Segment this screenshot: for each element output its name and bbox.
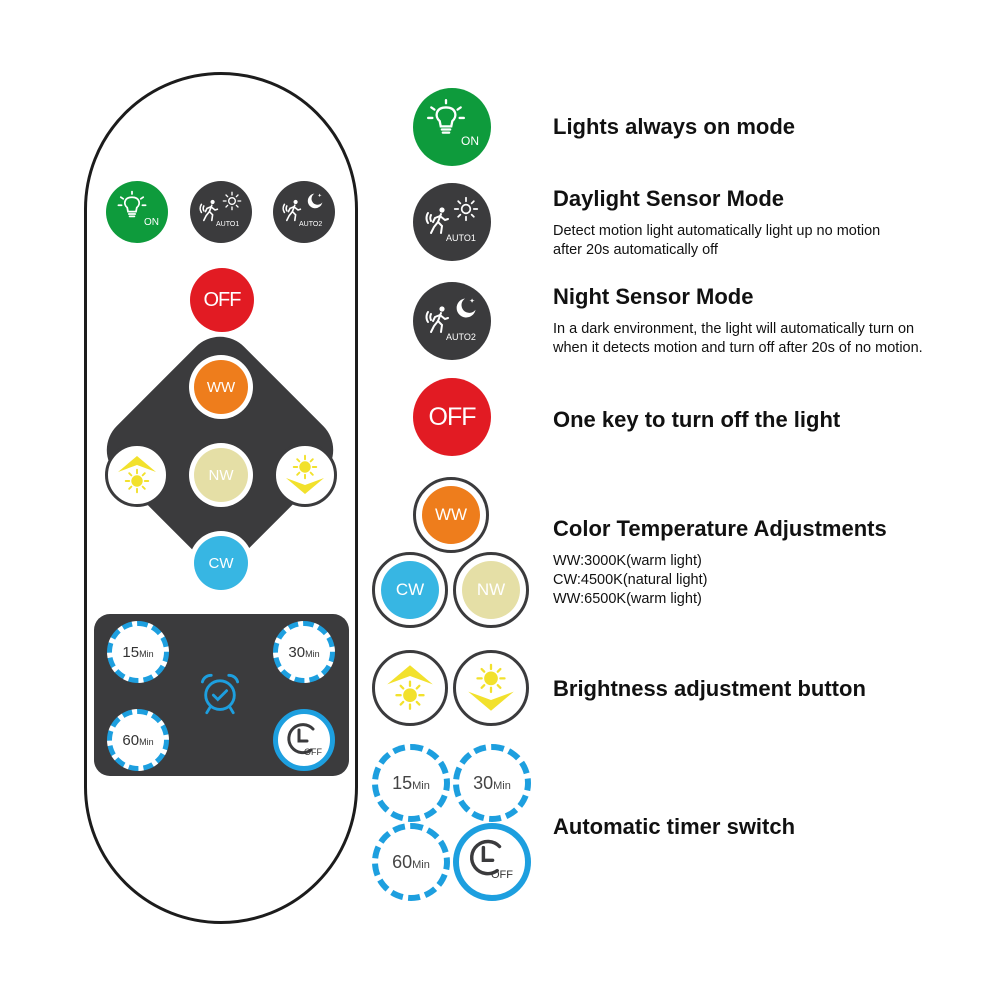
timer-15-button[interactable]: 15 Min bbox=[107, 621, 169, 683]
feature-title-on-mode: Lights always on mode bbox=[553, 114, 796, 139]
feature-title-daylight: Daylight Sensor Mode bbox=[553, 186, 785, 211]
timer-30-unit: Min bbox=[305, 649, 320, 659]
legend-auto2-icon: AUTO2 bbox=[413, 282, 491, 360]
nw-face: NW bbox=[462, 561, 520, 619]
off-button[interactable]: OFF bbox=[190, 268, 254, 332]
cw-face: CW bbox=[381, 561, 439, 619]
motion-sensor-icon bbox=[199, 198, 223, 222]
ww-face: WW bbox=[422, 486, 480, 544]
legend-cw-icon: CW bbox=[372, 552, 448, 628]
timer-60-unit: Min bbox=[139, 737, 154, 747]
timer-60-unit: Min bbox=[412, 858, 430, 871]
timer-15-value: 15 bbox=[122, 643, 140, 661]
on-label: ON bbox=[461, 134, 479, 148]
motion-sensor-icon bbox=[425, 304, 455, 334]
feature-title-night: Night Sensor Mode bbox=[553, 284, 754, 309]
timer-15-value: 15 bbox=[392, 772, 413, 793]
feature-title-off: One key to turn off the light bbox=[553, 407, 841, 432]
sun-icon bbox=[222, 191, 242, 211]
nw-button[interactable]: NW bbox=[189, 443, 253, 507]
legend-auto1-icon: AUTO1 bbox=[413, 183, 491, 261]
cw-button[interactable]: CW bbox=[189, 531, 253, 595]
timer-30-button[interactable]: 30 Min bbox=[273, 621, 335, 683]
timer-30-value: 30 bbox=[288, 643, 306, 661]
brightness-up-icon bbox=[387, 665, 433, 710]
legend-timer-60-icon: 60 Min bbox=[372, 823, 450, 901]
ww-button[interactable]: WW bbox=[189, 355, 253, 419]
feature-desc-color-temp-2: CW:4500K(natural light) bbox=[553, 572, 708, 588]
brightness-up-icon bbox=[118, 456, 156, 494]
brightness-down-icon bbox=[468, 663, 514, 711]
sun-icon bbox=[453, 196, 479, 222]
legend-timer-30-icon: 30 Min bbox=[453, 744, 531, 822]
ww-label: WW bbox=[206, 378, 236, 396]
feature-desc-daylight-2: after 20s automatically off bbox=[553, 242, 718, 258]
timer-60-button[interactable]: 60 Min bbox=[107, 709, 169, 771]
nw-label: NW bbox=[476, 580, 506, 599]
legend-nw-icon: NW bbox=[453, 552, 529, 628]
brightness-down-icon bbox=[286, 454, 324, 494]
feature-title-brightness: Brightness adjustment button bbox=[553, 676, 866, 701]
legend-timer-off-icon: OFF bbox=[453, 823, 531, 901]
timer-30-value: 30 bbox=[473, 772, 494, 793]
auto1-label: AUTO1 bbox=[216, 221, 240, 228]
legend-ww-icon: WW bbox=[413, 477, 489, 553]
clock-off-icon bbox=[469, 839, 502, 876]
ww-label: WW bbox=[434, 505, 468, 524]
clock-off-icon bbox=[287, 723, 315, 755]
feature-title-color-temp: Color Temperature Adjustments bbox=[553, 516, 887, 541]
on-label: ON bbox=[144, 217, 159, 228]
motion-sensor-icon bbox=[425, 205, 455, 235]
feature-desc-color-temp-1: WW:3000K(warm light) bbox=[553, 553, 702, 569]
timer-off-button[interactable]: OFF bbox=[273, 709, 335, 771]
ww-button-face: WW bbox=[194, 360, 248, 414]
legend-off-icon: OFF bbox=[413, 378, 491, 456]
feature-title-timer: Automatic timer switch bbox=[553, 814, 796, 839]
cw-label: CW bbox=[395, 580, 425, 599]
feature-desc-night-2: when it detects motion and turn off afte… bbox=[553, 340, 923, 356]
cw-button-face: CW bbox=[194, 536, 248, 590]
motion-sensor-icon bbox=[282, 198, 306, 222]
nw-button-face: NW bbox=[194, 448, 248, 502]
cw-label: CW bbox=[208, 554, 234, 572]
timer-off-label: OFF bbox=[304, 747, 322, 757]
off-label: OFF bbox=[203, 288, 242, 311]
timer-15-unit: Min bbox=[412, 779, 430, 792]
auto2-mode-button[interactable]: AUTO2 bbox=[273, 181, 335, 243]
legend-timer-15-icon: 15 Min bbox=[372, 744, 450, 822]
nw-label: NW bbox=[208, 466, 234, 484]
timer-30-unit: Min bbox=[493, 779, 511, 792]
brightness-up-button[interactable] bbox=[105, 443, 169, 507]
moon-icon bbox=[305, 191, 325, 211]
auto2-label: AUTO2 bbox=[446, 332, 476, 342]
moon-icon bbox=[453, 295, 479, 321]
timer-15-unit: Min bbox=[139, 649, 154, 659]
auto1-label: AUTO1 bbox=[446, 233, 476, 243]
feature-desc-daylight-1: Detect motion light automatically light … bbox=[553, 223, 881, 239]
legend-on-icon: ON bbox=[413, 88, 491, 166]
legend-brightness-down-icon bbox=[453, 650, 529, 726]
timer-off-label: OFF bbox=[491, 869, 513, 881]
feature-desc-night-1: In a dark environment, the light will au… bbox=[553, 321, 915, 337]
feature-desc-color-temp-3: WW:6500K(warm light) bbox=[553, 591, 702, 607]
brightness-down-button[interactable] bbox=[273, 443, 337, 507]
timer-60-value: 60 bbox=[122, 731, 140, 749]
auto1-mode-button[interactable]: AUTO1 bbox=[190, 181, 252, 243]
on-mode-button[interactable]: ON bbox=[106, 181, 168, 243]
off-label: OFF bbox=[428, 402, 477, 431]
alarm-clock-icon bbox=[198, 672, 242, 716]
timer-60-value: 60 bbox=[392, 851, 413, 872]
auto2-label: AUTO2 bbox=[299, 221, 323, 228]
legend-brightness-up-icon bbox=[372, 650, 448, 726]
